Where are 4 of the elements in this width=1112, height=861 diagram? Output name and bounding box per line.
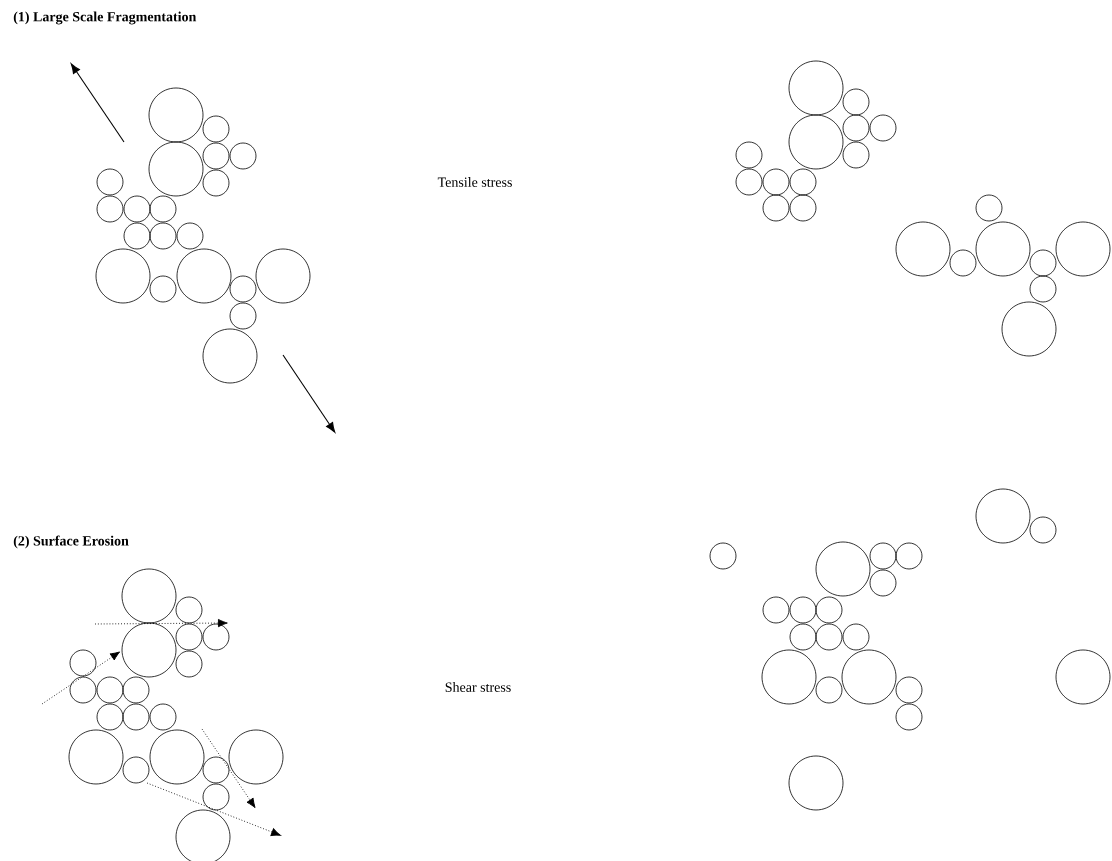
stress-label: Shear stress bbox=[445, 682, 511, 692]
panel-heading: (2) Surface Erosion bbox=[13, 535, 129, 549]
stress-label: Tensile stress bbox=[437, 177, 512, 187]
panel-heading: (1) Large Scale Fragmentation bbox=[13, 11, 197, 25]
